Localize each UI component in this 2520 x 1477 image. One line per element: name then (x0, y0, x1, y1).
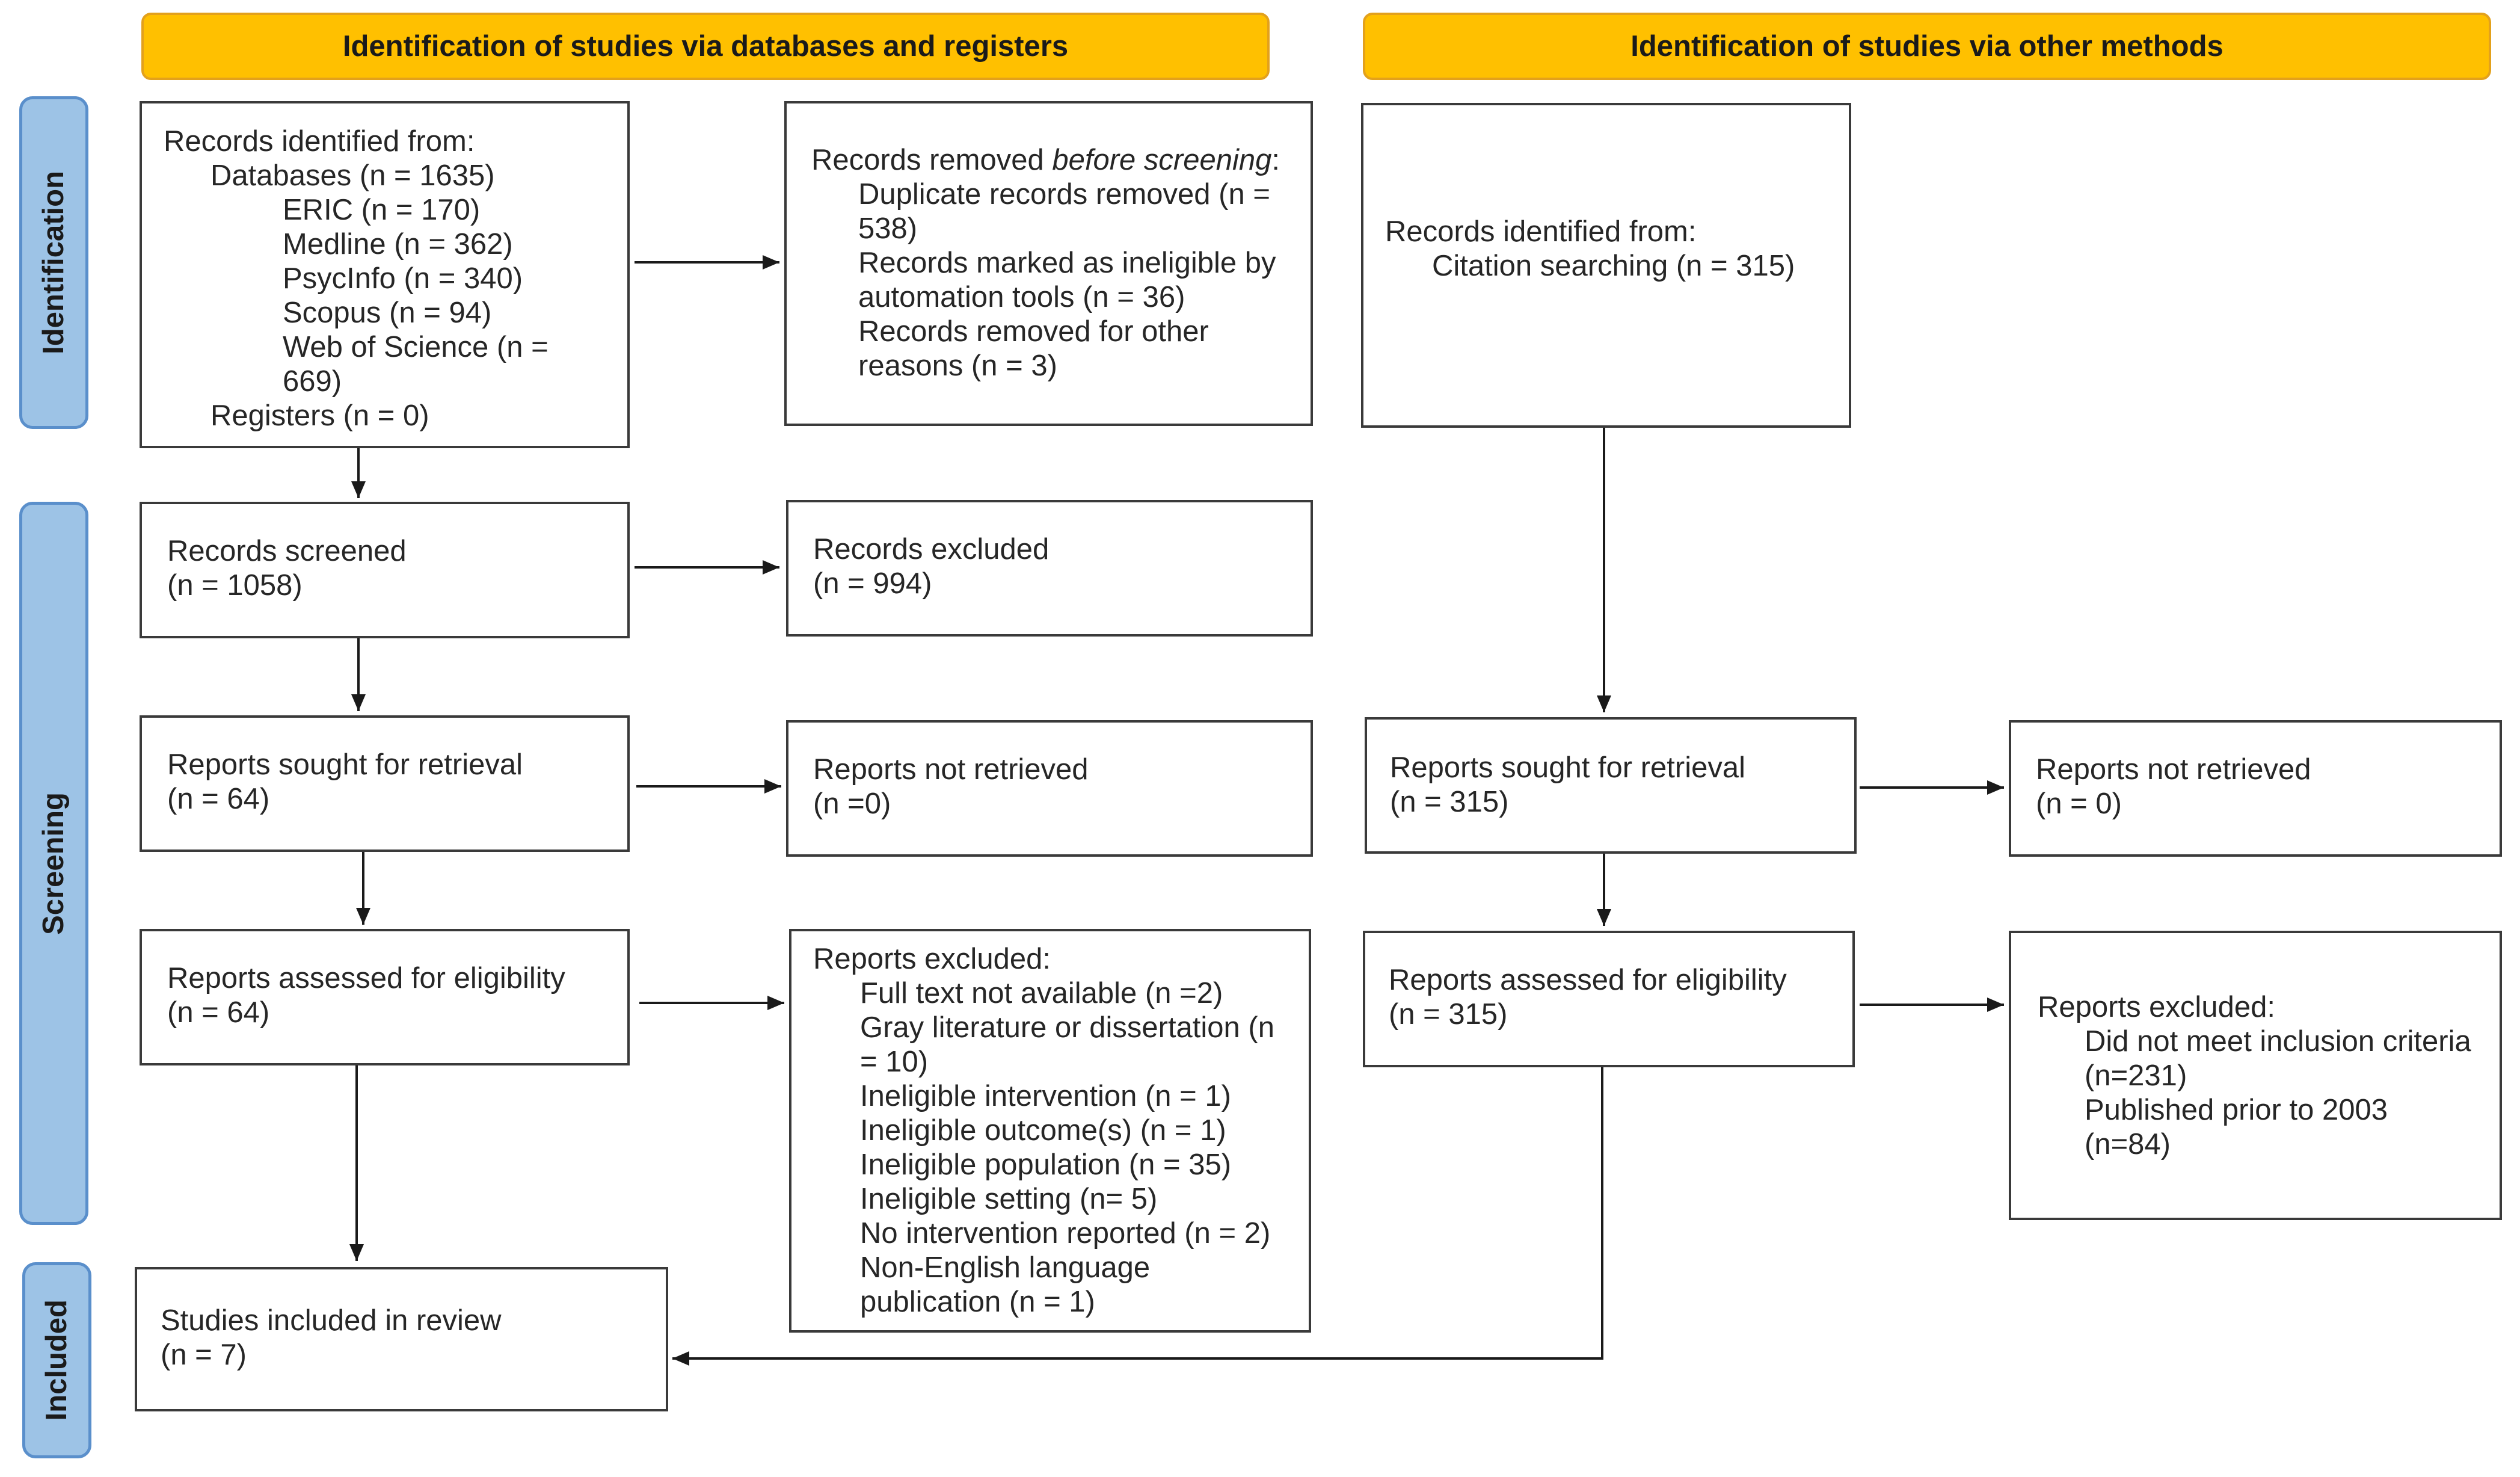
phase-screening-label: Screening (37, 792, 70, 935)
databases-count: Databases (n = 1635) (211, 159, 495, 192)
box-records-removed: Records removed before screening: Duplic… (784, 101, 1313, 426)
other-exclusion-count: (n=84) (2085, 1128, 2171, 1161)
box-reports-not-retrieved: Reports not retrieved (n =0) (786, 720, 1313, 857)
phase-identification: Identification (19, 96, 88, 429)
records-excluded-count: (n = 994) (813, 567, 932, 600)
box-reports-sought: Reports sought for retrieval (n = 64) (140, 715, 630, 852)
exclusion-reason: Ineligible setting (n= 5) (860, 1183, 1158, 1215)
other-reports-assessed-count: (n = 315) (1389, 998, 1508, 1031)
studies-included-label: Studies included in review (161, 1304, 502, 1337)
other-exclusion-reason: Did not meet inclusion criteria (2085, 1025, 2471, 1058)
phase-included: Included (22, 1262, 91, 1458)
other-reports-not-retrieved-count: (n = 0) (2036, 788, 2122, 820)
phase-screening: Screening (19, 502, 88, 1225)
box-records-identified-databases: Records identified from: Databases (n = … (140, 101, 630, 448)
phase-identification-label: Identification (37, 171, 70, 354)
box-studies-included: Studies included in review (n = 7) (135, 1267, 668, 1411)
exclusion-reason: Non-English language publication (n = 1) (860, 1251, 1151, 1318)
records-screened-label: Records screened (167, 535, 407, 567)
box-records-identified-other: Records identified from: Citation search… (1361, 103, 1851, 428)
header-databases-registers-text: Identification of studies via databases … (342, 29, 1069, 63)
phase-included-label: Included (40, 1300, 73, 1421)
database-source: Web of Science (n = 669) (283, 331, 549, 398)
exclusion-reason: No intervention reported (n = 2) (860, 1217, 1271, 1250)
records-removed-title-italic: before screening (1052, 144, 1272, 176)
box-other-reports-excluded: Reports excluded: Did not meet inclusion… (2009, 931, 2502, 1220)
exclusion-reason: Ineligible population (n = 35) (860, 1149, 1232, 1181)
header-other-methods-text: Identification of studies via other meth… (1630, 29, 2223, 63)
box-reports-assessed: Reports assessed for eligibility (n = 64… (140, 929, 630, 1065)
other-reports-sought-label: Reports sought for retrieval (1390, 751, 1745, 784)
box-reports-excluded: Reports excluded: Full text not availabl… (789, 929, 1311, 1333)
records-excluded-label: Records excluded (813, 533, 1049, 566)
other-records-identified-title: Records identified from: (1385, 215, 1697, 248)
exclusion-reason: Full text not available (n =2) (860, 977, 1223, 1010)
removed-item: Duplicate records removed (n = 538) (858, 178, 1270, 245)
records-removed-title: Records removed before screening: (811, 143, 1287, 177)
reports-assessed-label: Reports assessed for eligibility (167, 962, 565, 994)
removed-item: Records removed for other reasons (n = 3… (858, 315, 1209, 382)
other-reports-sought-count: (n = 315) (1390, 786, 1509, 818)
database-source: ERIC (n = 170) (283, 194, 481, 226)
records-identified-title: Records identified from: (164, 125, 475, 158)
reports-excluded-title: Reports excluded: (813, 943, 1051, 975)
other-reports-assessed-label: Reports assessed for eligibility (1389, 964, 1787, 996)
box-other-reports-assessed: Reports assessed for eligibility (n = 31… (1363, 931, 1855, 1067)
reports-sought-count: (n = 64) (167, 783, 270, 815)
records-removed-title-end: : (1271, 144, 1280, 176)
reports-not-retrieved-label: Reports not retrieved (813, 753, 1089, 786)
records-removed-title-start: Records removed (811, 144, 1053, 176)
box-records-excluded: Records excluded (n = 994) (786, 500, 1313, 637)
studies-included-count: (n = 7) (161, 1339, 247, 1371)
database-source: Scopus (n = 94) (283, 297, 492, 329)
database-source: Medline (n = 362) (283, 228, 513, 261)
registers-count: Registers (n = 0) (211, 399, 429, 432)
removed-item: Records marked as ineligible by automati… (858, 247, 1276, 313)
exclusion-reason: Ineligible intervention (n = 1) (860, 1080, 1231, 1112)
box-records-screened: Records screened (n = 1058) (140, 502, 630, 638)
header-other-methods: Identification of studies via other meth… (1363, 13, 2491, 80)
records-screened-count: (n = 1058) (167, 569, 303, 602)
header-databases-registers: Identification of studies via databases … (141, 13, 1270, 80)
other-reports-excluded-title: Reports excluded: (2038, 991, 2275, 1023)
other-exclusion-count: (n=231) (2085, 1059, 2187, 1092)
exclusion-reason: Gray literature or dissertation (n = 10) (860, 1011, 1274, 1078)
reports-assessed-count: (n = 64) (167, 996, 270, 1029)
citation-searching-count: Citation searching (n = 315) (1432, 250, 1795, 282)
reports-not-retrieved-count: (n =0) (813, 788, 891, 820)
box-other-reports-sought: Reports sought for retrieval (n = 315) (1365, 717, 1857, 854)
box-other-reports-not-retrieved: Reports not retrieved (n = 0) (2009, 720, 2502, 857)
reports-sought-label: Reports sought for retrieval (167, 748, 523, 781)
other-reports-not-retrieved-label: Reports not retrieved (2036, 753, 2311, 786)
exclusion-reason: Ineligible outcome(s) (n = 1) (860, 1114, 1226, 1147)
other-exclusion-reason: Published prior to 2003 (2085, 1094, 2388, 1126)
database-source: PsycInfo (n = 340) (283, 262, 523, 295)
